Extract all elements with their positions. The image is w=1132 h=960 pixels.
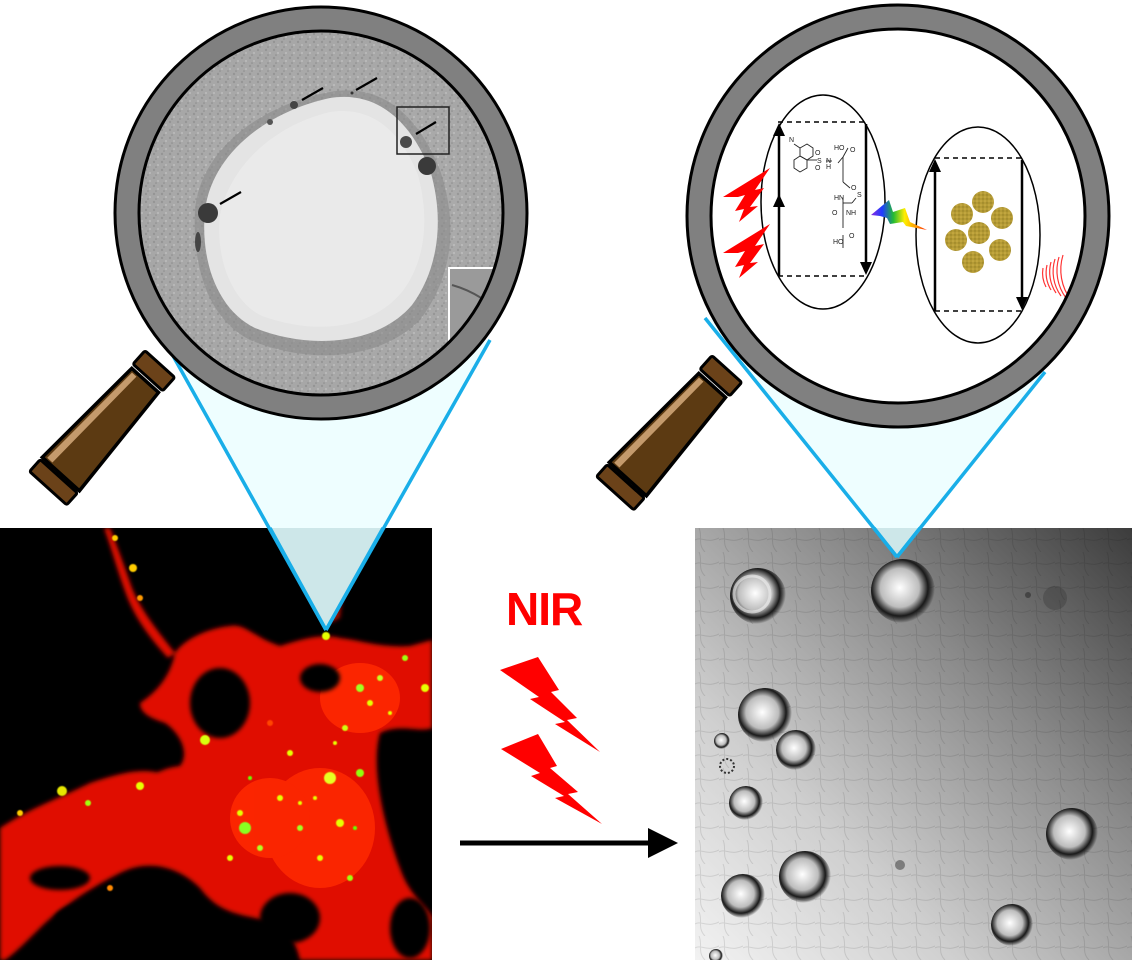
svg-text:HO: HO [834,145,845,152]
right-lens-schematic: N S O O HO O N H O HN S O NH HO O [712,30,1084,402]
dic-image [695,528,1132,960]
nir-lightning-bolt-2-icon [501,734,602,824]
svg-text:NH: NH [846,210,856,217]
nir-label: NIR [506,583,583,635]
gold-nanoparticle-cluster [945,191,1013,273]
nir-lightning-bolt-1-icon [500,657,600,752]
svg-text:O: O [851,185,857,192]
svg-text:O: O [850,147,856,154]
left-magnifier-rim [113,5,529,421]
fluorescence-image [0,528,432,960]
svg-text:N: N [789,137,794,144]
nanoparticle-ellipse [915,126,1041,344]
nir-bolt-small-2-icon [723,224,770,278]
rainbow-energy-bolt-icon [871,200,927,230]
svg-text:O: O [832,210,838,217]
svg-text:O: O [849,233,855,240]
svg-text:N: N [826,158,831,165]
nir-bolt-small-1-icon [723,168,770,222]
svg-text:O: O [815,150,821,157]
process-arrow [460,828,678,858]
svg-text:HO: HO [833,239,844,246]
fluorescence-micrograph-panel [0,528,432,960]
left-lens-em-image [140,32,502,394]
dye-ellipse [760,94,886,310]
emission-waves-icon [1041,254,1072,301]
svg-text:S: S [857,192,862,199]
svg-text:S: S [817,158,822,165]
right-magnifier-handle [595,355,743,511]
left-magnifier-handle [28,350,176,506]
chem-labels: N S O O HO O N H O HN S O NH HO O [789,137,862,246]
dansyl-peptide-structure [793,143,857,248]
svg-text:HN: HN [834,195,844,202]
right-magnifier-rim [685,3,1111,429]
svg-text:H: H [826,164,831,171]
svg-text:O: O [815,165,821,172]
vesicle-bubbles [709,559,1098,960]
dic-micrograph-panel [695,528,1132,960]
